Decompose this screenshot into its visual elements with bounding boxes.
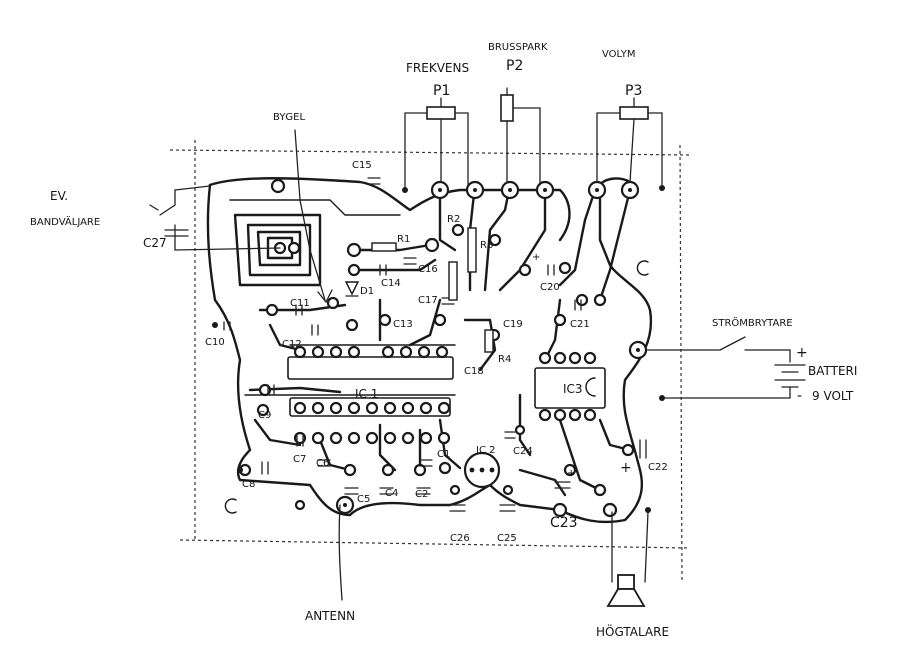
ic3-chip	[534, 351, 606, 422]
label-c4: C4	[385, 488, 398, 499]
label-antenn: ANTENN	[305, 609, 355, 623]
label-ev: EV.	[50, 189, 68, 203]
label-r1: R1	[397, 234, 410, 245]
label-ic1: IC 1	[355, 387, 378, 401]
label-frekvens: FREKVENS	[406, 61, 469, 75]
label-p2: P2	[506, 58, 523, 74]
diode-symbol	[344, 281, 360, 297]
label-plus-c22: +	[620, 460, 632, 476]
label-c21: C21	[570, 319, 590, 330]
label-c17: C17	[418, 295, 438, 306]
label-c11: C11	[290, 298, 310, 309]
label-c20: C20	[540, 282, 560, 293]
label-bandvaljare: BANDVÄLJARE	[30, 215, 100, 228]
label-c5: C5	[357, 494, 370, 505]
label-p3: P3	[625, 83, 642, 99]
ic1-upper-pads	[287, 345, 454, 380]
label-p1: P1	[433, 83, 450, 99]
label-c10: C10	[205, 337, 225, 348]
label-c7: C7	[293, 454, 306, 465]
band-switch	[149, 185, 281, 251]
label-c6: C6	[316, 458, 329, 469]
label-ic3: IC3	[563, 382, 583, 396]
potentiometer-p3	[596, 97, 663, 187]
label-plus-battery: +	[796, 345, 808, 361]
ic2-chip	[463, 451, 501, 489]
label-c23: C23	[550, 515, 578, 531]
label-ic2: IC 2	[476, 445, 495, 456]
label-c13: C13	[393, 319, 413, 330]
label-c9: C9	[258, 410, 271, 421]
label-c22: C22	[648, 462, 668, 473]
bygel-jumper	[294, 129, 333, 304]
label-c26: C26	[450, 533, 470, 544]
label-brusspark: BRUSSPARK	[488, 42, 548, 53]
potentiometer-p2	[500, 87, 541, 186]
label-bygel: BYGEL	[273, 112, 305, 123]
label-r3: R3	[480, 240, 493, 251]
label-9-volt: 9 VOLT	[812, 389, 854, 403]
label-c24: C24	[513, 446, 533, 457]
top-connector-pads	[270, 178, 665, 200]
battery-symbol	[664, 364, 806, 399]
label-c15: C15	[352, 160, 372, 171]
speaker-symbol	[606, 511, 649, 607]
label-plus-c20: +	[532, 252, 540, 263]
label-c1: C1	[437, 449, 450, 460]
label-c16: C16	[418, 264, 438, 275]
resistor-symbols	[371, 227, 494, 353]
capacitor-symbols	[223, 177, 647, 512]
label-c19: C19	[503, 319, 523, 330]
ic1-chip	[289, 397, 451, 445]
board-outline	[169, 140, 691, 581]
label-r2: R2	[447, 214, 460, 225]
label-c18: C18	[464, 366, 484, 377]
mounting-holes	[224, 260, 649, 514]
label-volym: VOLYM	[602, 49, 636, 60]
label-c2: C2	[415, 489, 428, 500]
label-c27: C27	[143, 236, 167, 250]
label-plus-c23: +	[567, 468, 575, 479]
label-d1: D1	[360, 286, 374, 297]
label-c14: C14	[381, 278, 401, 289]
label-c25: C25	[497, 533, 517, 544]
power-switch	[645, 336, 791, 363]
label-batteri: BATTERI	[808, 364, 857, 378]
antenna-lead	[338, 504, 343, 601]
label-r4: R4	[498, 354, 511, 365]
label-hogtalare: HÖGTALARE	[596, 623, 669, 639]
label-c8: C8	[242, 479, 255, 490]
label-c12: C12	[282, 339, 302, 350]
text-labels: FREKVENS P1 BRUSSPARK P2 VOLYM P3 BYGEL …	[30, 42, 857, 639]
label-strombrytare: STRÖMBRYTARE	[712, 316, 793, 329]
label-minus-battery: -	[797, 388, 802, 404]
potentiometer-p1	[404, 97, 469, 189]
